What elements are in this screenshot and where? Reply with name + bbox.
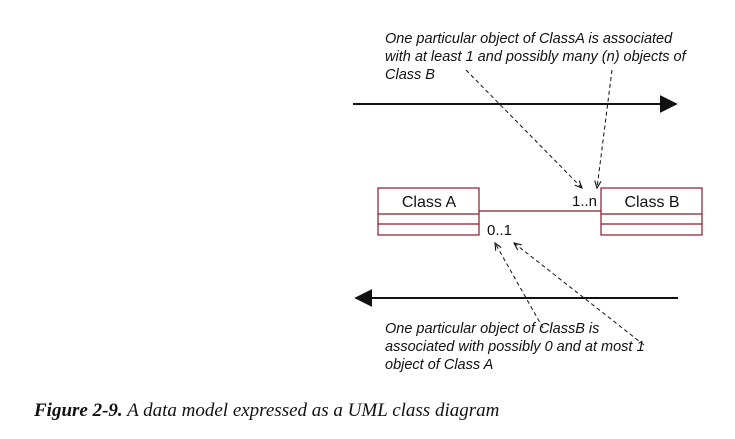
figure-caption: Figure 2-9. A data model expressed as a … — [33, 400, 499, 421]
note-bottom-line-3: object of Class A — [385, 357, 493, 373]
multiplicity-1n: 1..n — [572, 193, 597, 210]
caption-body: A data model expressed as a UML class di… — [123, 400, 500, 421]
note-top-line-3: Class B — [385, 67, 435, 83]
caption-label: Figure 2-9. — [33, 400, 123, 421]
class-b-name: Class B — [624, 194, 679, 211]
pointer-top-to-n — [597, 69, 613, 188]
class-a-name: Class A — [402, 194, 457, 211]
class-b-border — [600, 187, 703, 236]
note-top-line-2: with at least 1 and possibly many (n) ob… — [385, 49, 688, 65]
class-b-box: Class B — [600, 187, 703, 236]
multiplicity-01: 0..1 — [487, 222, 512, 239]
note-bottom-line-2: associated with possibly 0 and at most 1 — [385, 339, 645, 355]
note-bottom: One particular object of ClassB is assoc… — [385, 321, 649, 373]
note-top-line-1: One particular object of ClassA is assoc… — [385, 31, 673, 47]
pointer-bottom-to-0 — [495, 243, 544, 329]
class-a-box: Class A — [377, 187, 480, 236]
note-top: One particular object of ClassA is assoc… — [385, 31, 690, 83]
note-bottom-line-1: One particular object of ClassB is — [385, 321, 599, 337]
pointer-top-to-1n — [465, 69, 582, 188]
